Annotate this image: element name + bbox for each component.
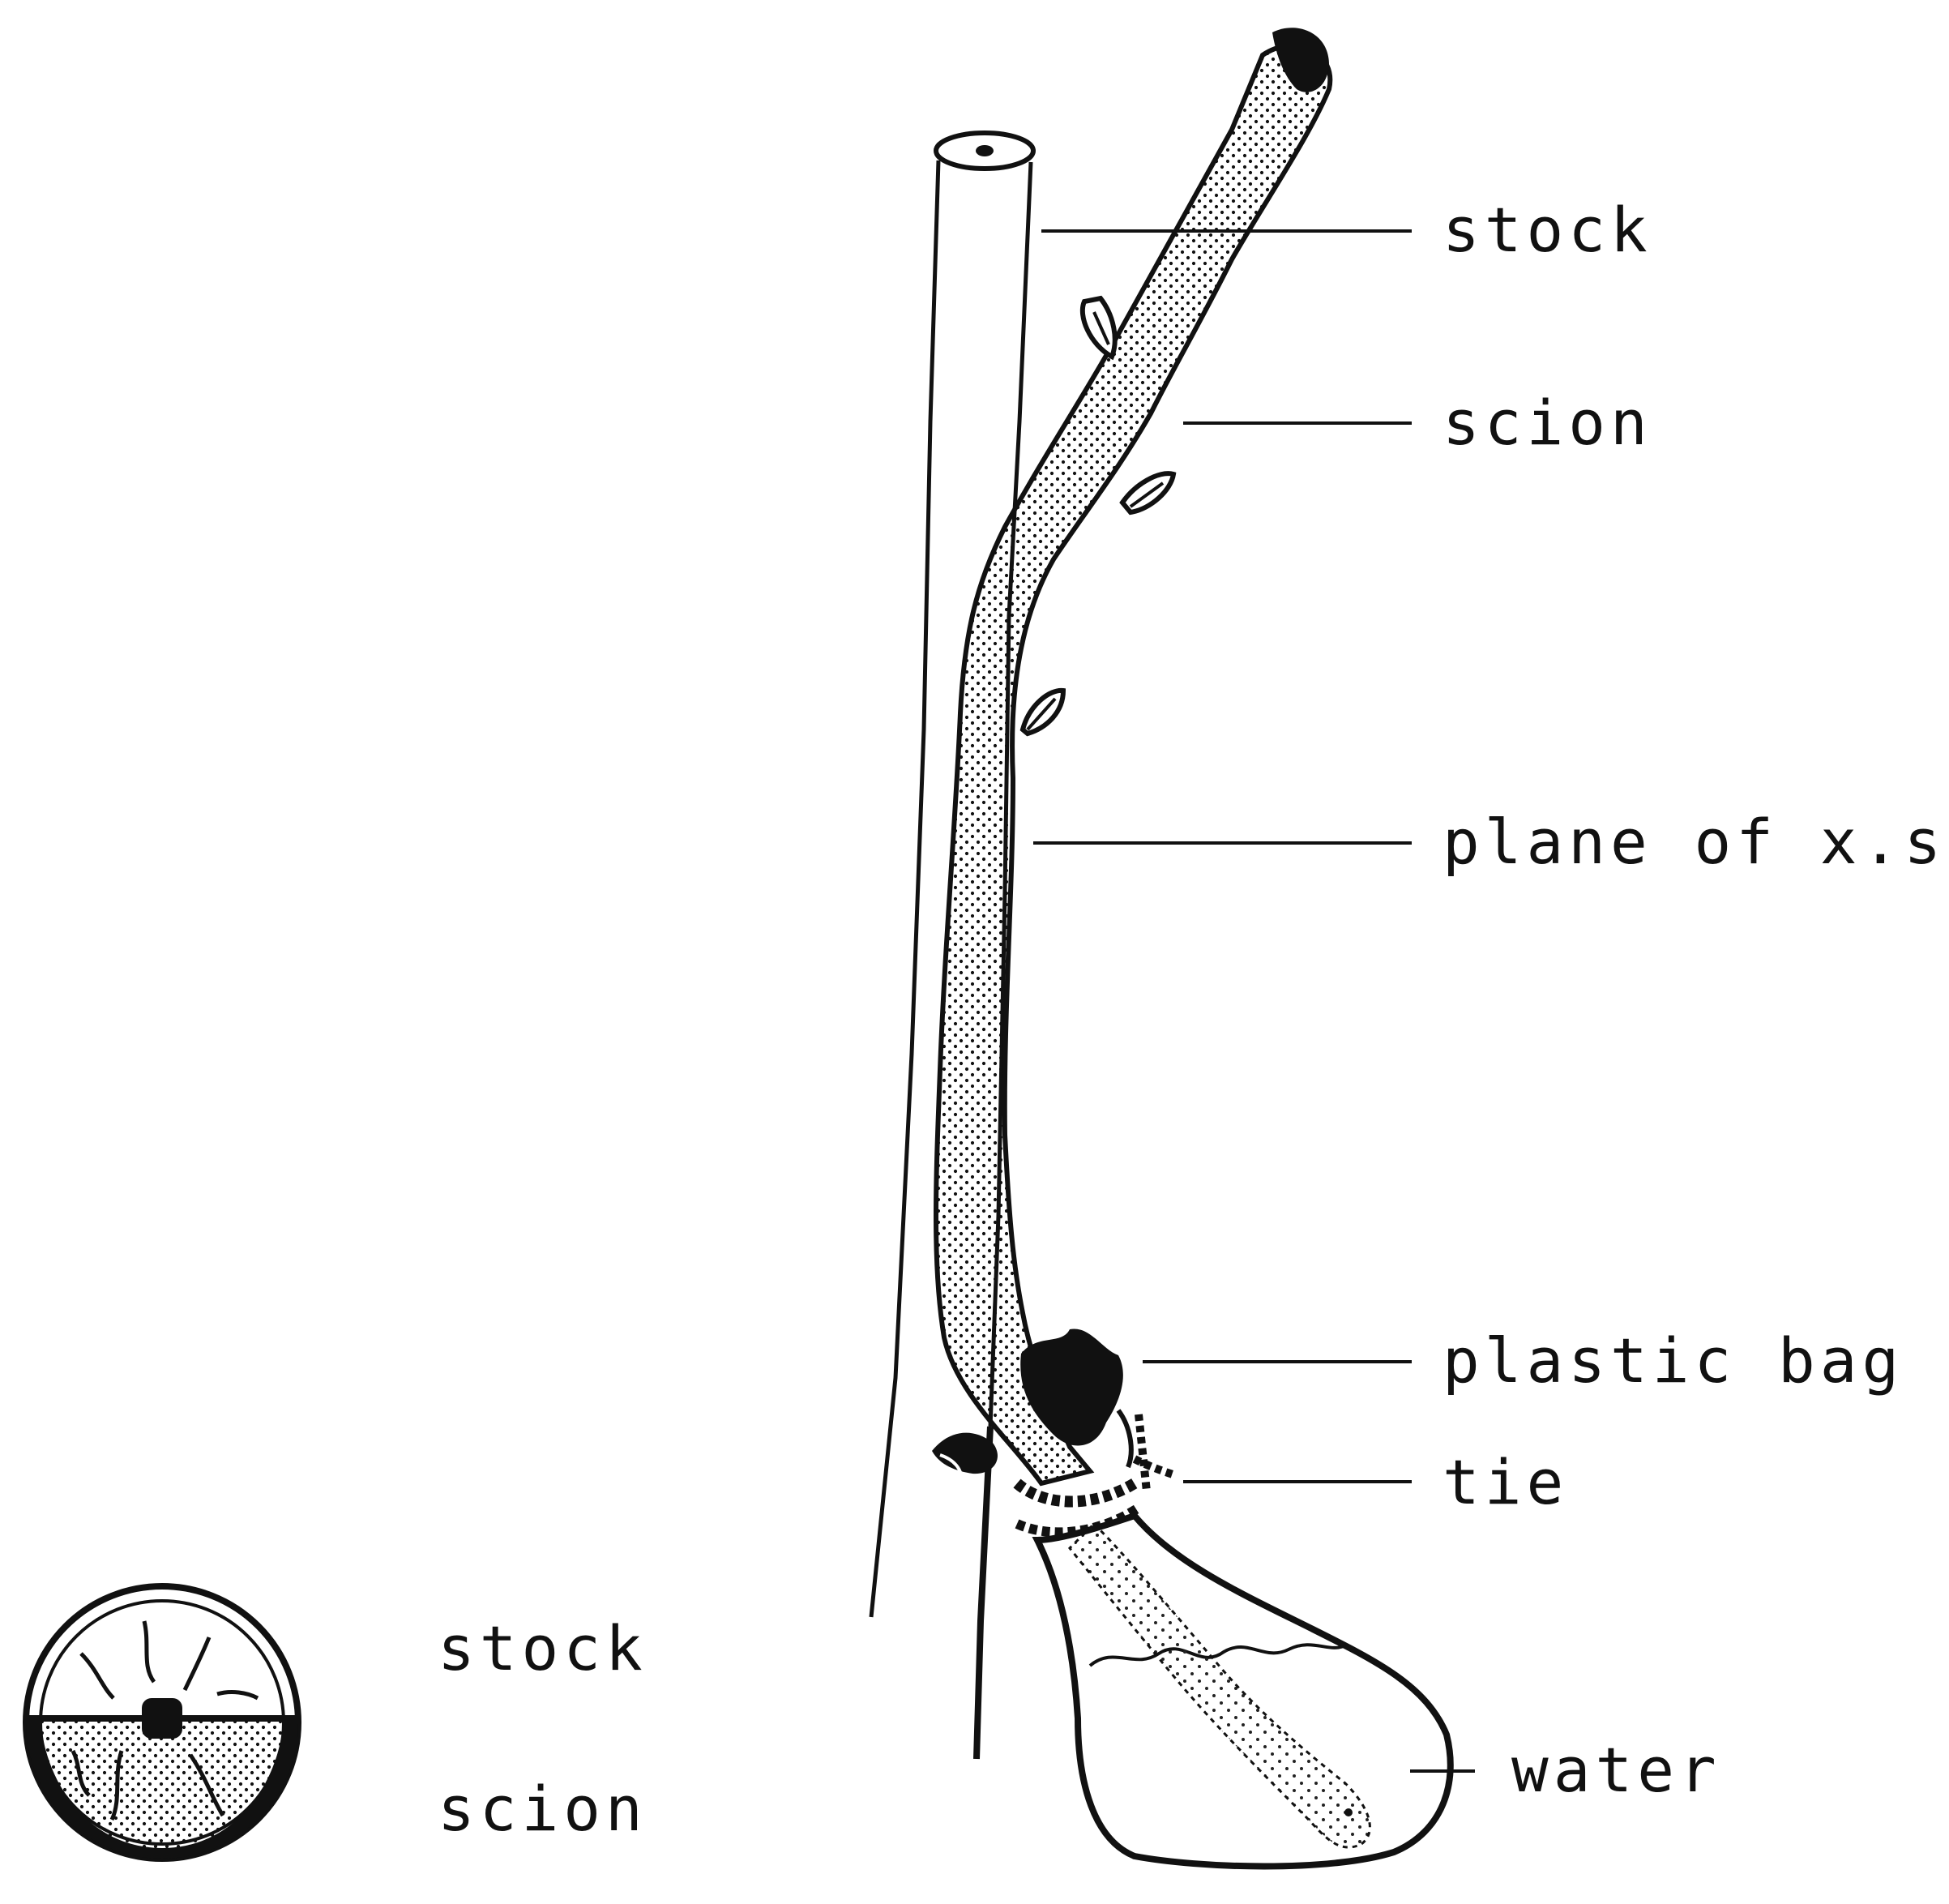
label-stock: stock (1443, 194, 1652, 266)
cross-section (16, 1586, 308, 1880)
xs-label-stock: stock (438, 1612, 648, 1684)
label-tie: tie (1443, 1446, 1568, 1518)
cross-section-pith (142, 1698, 182, 1739)
labels: stock scion plane of x.s. plastic bag ti… (1443, 194, 1949, 1806)
label-plastic-bag: plastic bag (1443, 1324, 1904, 1397)
bud (1083, 298, 1115, 357)
scion-shoot (936, 28, 1330, 1483)
label-water: water (1511, 1734, 1721, 1806)
bud (1023, 691, 1063, 734)
label-scion: scion (1443, 387, 1652, 459)
cross-section-labels: stock scion (438, 1612, 648, 1845)
xs-label-scion: scion (438, 1773, 648, 1845)
water-bag (1037, 1516, 1451, 1867)
label-plane-of-xs: plane of x.s. (1443, 806, 1949, 878)
bud (1122, 473, 1173, 512)
